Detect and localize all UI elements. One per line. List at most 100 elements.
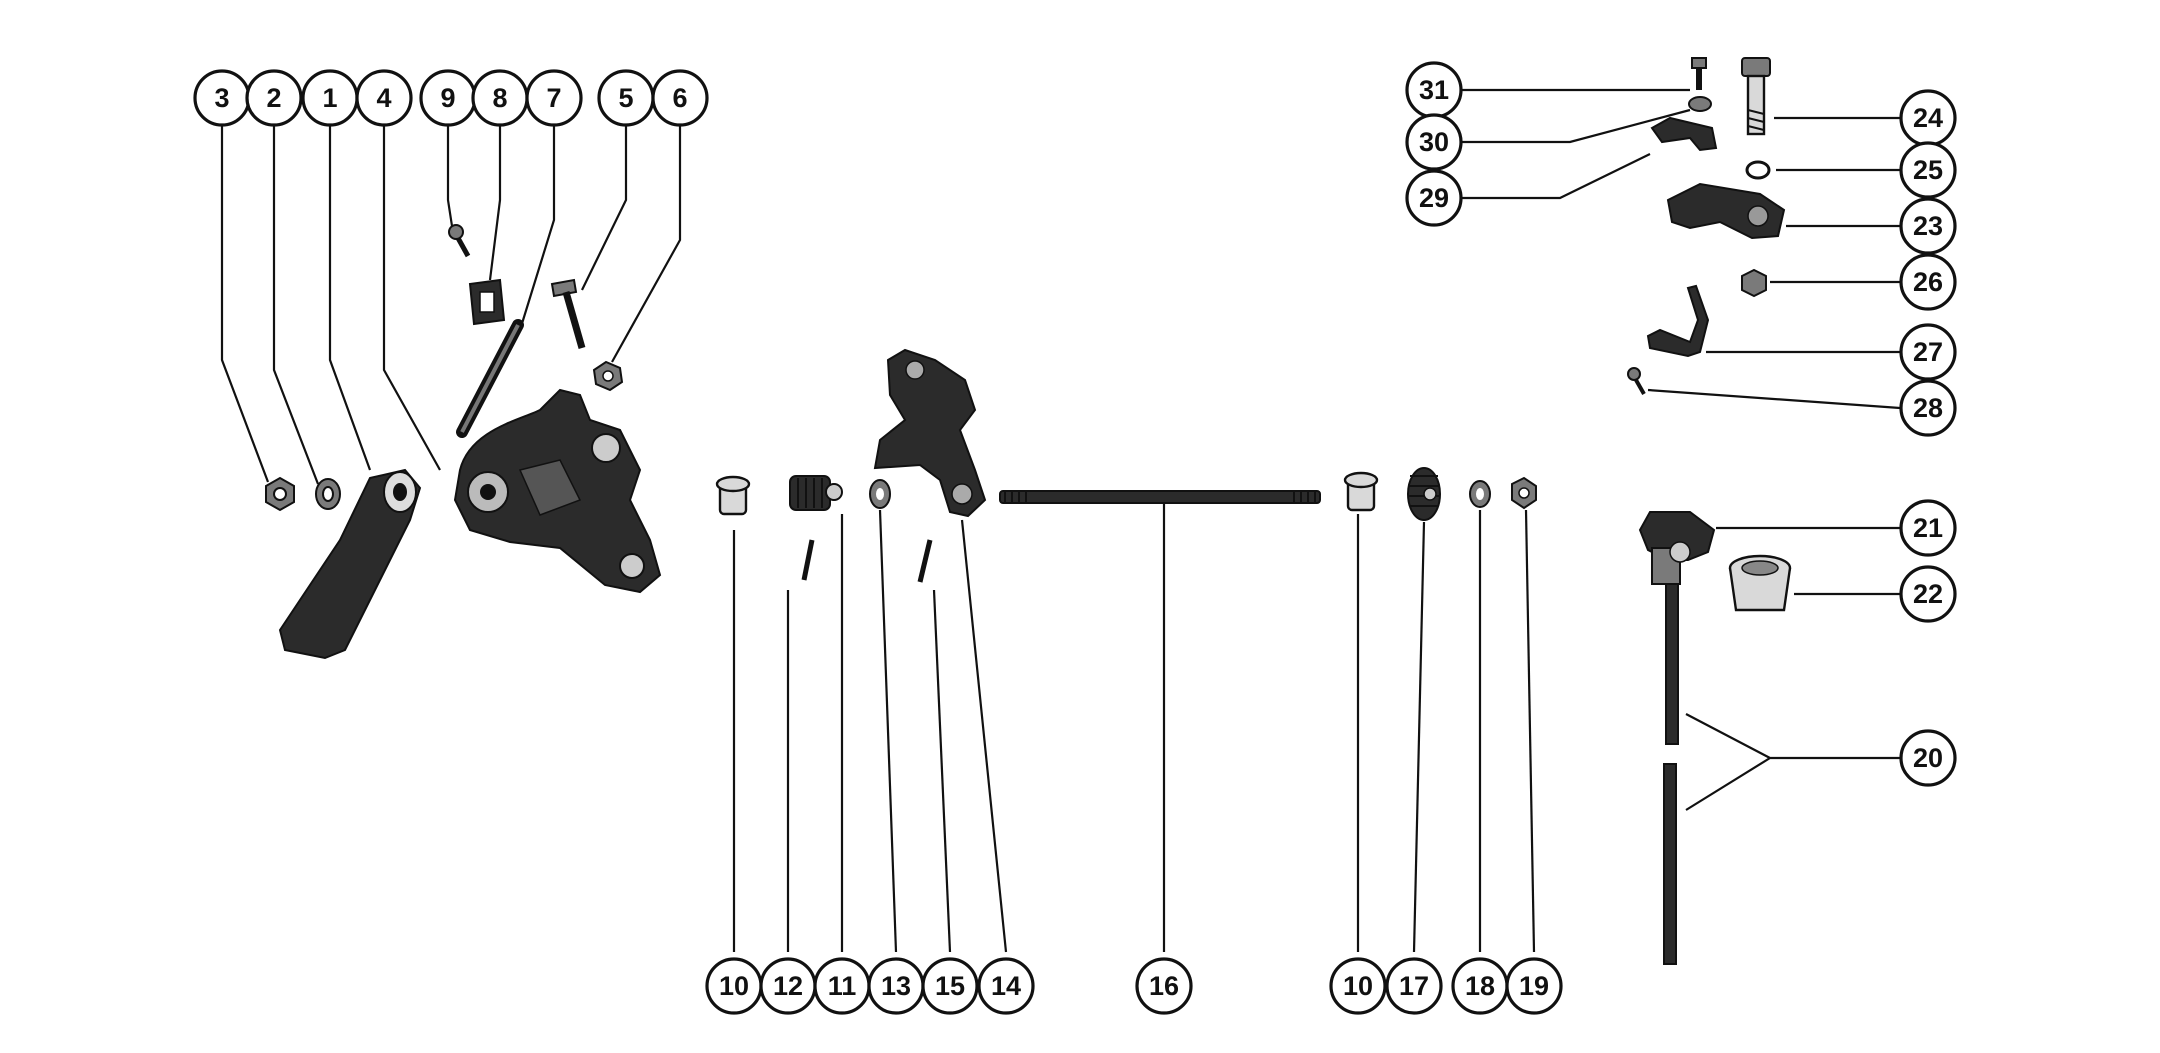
callout-10-left: 10 bbox=[705, 957, 763, 1015]
callouts: 3 2 1 4 9 8 7 5 6 10 12 11 13 15 14 16 1… bbox=[193, 61, 1957, 1015]
part-19-nut-drawing bbox=[1511, 476, 1537, 510]
part-27-spring-clip-drawing bbox=[1646, 284, 1710, 358]
part-23-lever-bracket-drawing bbox=[1666, 182, 1786, 240]
callout-2: 2 bbox=[245, 69, 303, 127]
callout-22: 22 bbox=[1899, 565, 1957, 623]
part-12-pin-drawing bbox=[801, 539, 815, 581]
svg-text:17: 17 bbox=[1399, 971, 1429, 1001]
part-21-knob-drawing bbox=[1638, 511, 1716, 585]
svg-text:29: 29 bbox=[1419, 183, 1449, 213]
callout-19: 19 bbox=[1505, 957, 1563, 1015]
callout-26: 26 bbox=[1899, 253, 1957, 311]
part-30-washer-drawing bbox=[1688, 96, 1712, 112]
svg-text:25: 25 bbox=[1913, 155, 1943, 185]
svg-text:28: 28 bbox=[1913, 393, 1943, 423]
callout-17: 17 bbox=[1385, 957, 1443, 1015]
callout-30: 30 bbox=[1405, 113, 1463, 171]
svg-text:5: 5 bbox=[618, 83, 633, 113]
part-8-plate-drawing bbox=[468, 278, 506, 326]
callout-27: 27 bbox=[1899, 323, 1957, 381]
callout-13: 13 bbox=[867, 957, 925, 1015]
callout-16: 16 bbox=[1135, 957, 1193, 1015]
svg-text:9: 9 bbox=[440, 83, 455, 113]
callout-7: 7 bbox=[525, 69, 583, 127]
part-9-screw-drawing bbox=[448, 224, 471, 258]
svg-text:7: 7 bbox=[546, 83, 561, 113]
svg-text:18: 18 bbox=[1465, 971, 1495, 1001]
callout-10-right: 10 bbox=[1329, 957, 1387, 1015]
part-28-screw-drawing bbox=[1627, 367, 1646, 395]
part-31-screw-drawing bbox=[1691, 57, 1707, 90]
callout-14: 14 bbox=[977, 957, 1035, 1015]
part-26-nut-drawing bbox=[1741, 268, 1767, 298]
part-25-lock-washer-drawing bbox=[1745, 160, 1771, 180]
callout-20: 20 bbox=[1899, 729, 1957, 787]
part-3-nut-drawing bbox=[265, 476, 295, 512]
callout-12: 12 bbox=[759, 957, 817, 1015]
svg-text:10: 10 bbox=[1343, 971, 1373, 1001]
callout-5: 5 bbox=[597, 69, 655, 127]
callout-29: 29 bbox=[1405, 169, 1463, 227]
callout-24: 24 bbox=[1899, 89, 1957, 147]
part-29-clip-drawing bbox=[1650, 116, 1718, 152]
part-16-shaft-drawing bbox=[999, 490, 1321, 504]
leader-lines bbox=[220, 88, 1901, 953]
part-5-bolt-drawing bbox=[550, 278, 586, 349]
svg-text:4: 4 bbox=[376, 83, 391, 113]
part-17-gear-drawing bbox=[1407, 467, 1441, 521]
part-24-bolt-drawing bbox=[1741, 57, 1771, 136]
callout-11: 11 bbox=[813, 957, 871, 1015]
svg-text:24: 24 bbox=[1913, 103, 1943, 133]
part-7-rod-drawing bbox=[456, 319, 524, 438]
callout-1: 1 bbox=[301, 69, 359, 127]
callout-28: 28 bbox=[1899, 379, 1957, 437]
callout-25: 25 bbox=[1899, 141, 1957, 199]
svg-text:1: 1 bbox=[322, 83, 337, 113]
part-4-bracket-housing-drawing bbox=[453, 388, 662, 594]
svg-text:20: 20 bbox=[1913, 743, 1943, 773]
svg-text:10: 10 bbox=[719, 971, 749, 1001]
part-1-lever-arm-drawing bbox=[278, 468, 422, 660]
part-6-nut-drawing bbox=[592, 360, 624, 392]
part-18-washer-drawing bbox=[1469, 480, 1491, 508]
svg-text:31: 31 bbox=[1419, 75, 1449, 105]
callout-3: 3 bbox=[193, 69, 251, 127]
svg-text:22: 22 bbox=[1913, 579, 1943, 609]
svg-text:21: 21 bbox=[1913, 513, 1943, 543]
part-2-washer-drawing bbox=[315, 478, 341, 510]
part-drawings bbox=[265, 57, 1792, 965]
callout-9: 9 bbox=[419, 69, 477, 127]
part-14-shift-lever-drawing bbox=[873, 348, 987, 518]
part-10-bushing-left-drawing bbox=[715, 475, 751, 516]
callout-31: 31 bbox=[1405, 61, 1463, 119]
part-22-bushing-drawing bbox=[1728, 554, 1792, 612]
callout-18: 18 bbox=[1451, 957, 1509, 1015]
callout-6: 6 bbox=[651, 69, 709, 127]
part-11-gear-drawing bbox=[789, 475, 843, 511]
svg-text:14: 14 bbox=[991, 971, 1021, 1001]
callout-8: 8 bbox=[471, 69, 529, 127]
svg-text:3: 3 bbox=[214, 83, 229, 113]
svg-text:23: 23 bbox=[1913, 211, 1943, 241]
part-13-washer-drawing bbox=[869, 479, 891, 509]
callout-23: 23 bbox=[1899, 197, 1957, 255]
svg-text:15: 15 bbox=[935, 971, 965, 1001]
callout-15: 15 bbox=[921, 957, 979, 1015]
svg-text:8: 8 bbox=[492, 83, 507, 113]
part-20-cable-drawing bbox=[1663, 583, 1679, 965]
part-10-bushing-right-drawing bbox=[1343, 471, 1379, 512]
svg-text:19: 19 bbox=[1519, 971, 1549, 1001]
svg-text:2: 2 bbox=[266, 83, 281, 113]
part-15-pin-drawing bbox=[917, 539, 933, 583]
svg-text:26: 26 bbox=[1913, 267, 1943, 297]
svg-text:12: 12 bbox=[773, 971, 803, 1001]
callout-4: 4 bbox=[355, 69, 413, 127]
callout-21: 21 bbox=[1899, 499, 1957, 557]
svg-text:13: 13 bbox=[881, 971, 911, 1001]
svg-text:6: 6 bbox=[672, 83, 687, 113]
svg-text:16: 16 bbox=[1149, 971, 1179, 1001]
svg-text:30: 30 bbox=[1419, 127, 1449, 157]
svg-text:11: 11 bbox=[828, 971, 857, 1001]
svg-text:27: 27 bbox=[1913, 337, 1943, 367]
